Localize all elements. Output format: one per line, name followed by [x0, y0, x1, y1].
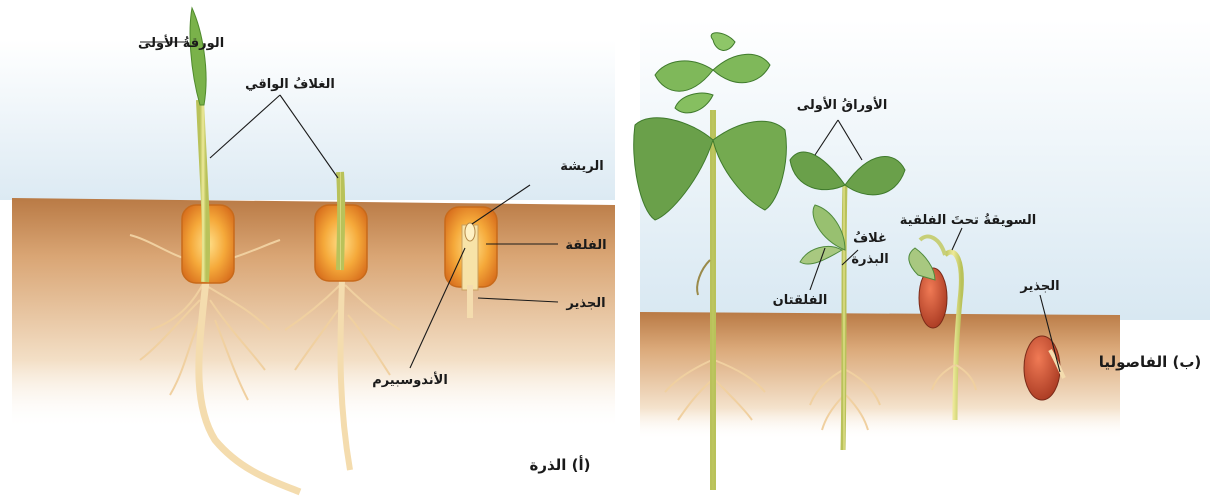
corn-sky	[0, 40, 615, 200]
bean-stem-1	[713, 110, 714, 490]
corn-panel: الورقةُ الأولى الغلافُ الواقي الريشة الف…	[0, 8, 615, 492]
label-seed-coat-2: البذرة	[851, 252, 888, 267]
bean-seed-1	[1024, 336, 1060, 400]
caption-bean: (ب) الفاصوليا	[1099, 353, 1202, 371]
label-cotyledons: الفلقتان	[773, 293, 828, 308]
label-coleoptile: الغلافُ الواقي	[245, 77, 335, 92]
label-hypocotyl: السويقةُ تحتَ الفلقية	[900, 212, 1036, 228]
label-first-leaves: الأوراقُ الأولى	[797, 96, 888, 113]
label-endosperm: الأندوسبيرم	[372, 371, 448, 388]
label-cotyledon: الفلقة	[565, 238, 606, 253]
corn-soil	[12, 198, 615, 430]
corn-shoot-2	[340, 172, 341, 270]
corn-plumule	[465, 223, 475, 241]
label-radicle-bean: الجذير	[1019, 279, 1059, 294]
label-plumule: الريشة	[560, 159, 603, 174]
label-radicle-corn: الجذير	[565, 296, 605, 311]
label-first-leaf: الورقةُ الأولى	[138, 34, 224, 51]
caption-corn: (أ) الذرة	[529, 455, 590, 474]
label-seed-coat-1: غلافُ	[853, 231, 887, 246]
bean-stem-2	[843, 185, 845, 450]
bean-panel: الأوراقُ الأولى غلافُ البذرة الفلقتان ال…	[634, 20, 1210, 490]
